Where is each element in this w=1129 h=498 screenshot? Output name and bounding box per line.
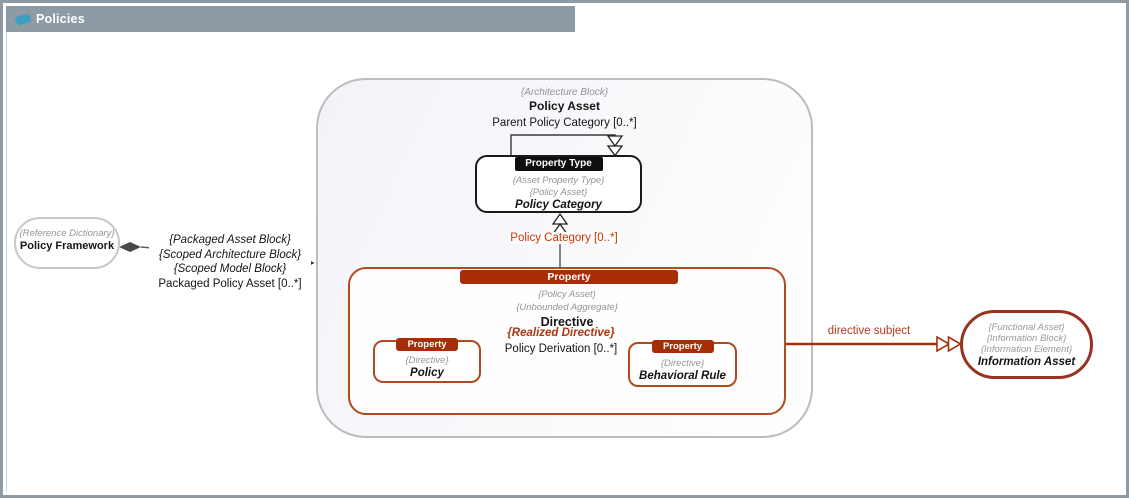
policy-asset-stereotype: {Architecture Block} <box>520 87 609 98</box>
policy-stereotype: {Directive} <box>405 355 449 366</box>
policy-category-stereotype: {Policy Asset} <box>529 187 588 198</box>
edge-directive-subject <box>786 335 963 353</box>
directive-stereotype: {Unbounded Aggregate} <box>516 302 618 313</box>
diagram-titlebar: Policies <box>6 6 575 32</box>
edge-label-packaged-policy-asset: {Packaged Asset Block} {Scoped Architect… <box>149 233 311 291</box>
node-information-asset[interactable]: {Functional Asset} {Information Block} {… <box>960 310 1093 379</box>
edge-label-line: Packaged Policy Asset [0..*] <box>149 276 311 291</box>
edge-label-line: {Packaged Asset Block} <box>149 233 311 248</box>
information-asset-stereotype: {Information Block} <box>986 332 1067 344</box>
directive-stereotype: {Policy Asset} <box>538 289 596 300</box>
edge-label-directive-subject: directive subject <box>827 325 911 337</box>
diagram-icon <box>14 13 32 26</box>
policy-asset-name: Policy Asset <box>529 99 600 113</box>
edge-label-line: {Scoped Model Block} <box>149 262 311 277</box>
policy-name: Policy <box>410 367 444 379</box>
policy-framework-name: Policy Framework <box>19 240 115 252</box>
behavioral-rule-name: Behavioral Rule <box>639 370 726 382</box>
edge-label-policy-derivation: Policy Derivation [0..*] <box>504 343 618 355</box>
directive-header-band: Property <box>460 270 678 284</box>
directive-name: Directive <box>540 315 594 329</box>
edge-parent-policy-category <box>510 134 624 157</box>
behavioral-rule-header-band: Property <box>651 340 714 353</box>
node-behavioral-rule[interactable]: Property {Directive} Behavioral Rule <box>628 340 737 387</box>
policy-category-header-band: Property Type <box>514 157 603 171</box>
information-asset-stereotype: {Information Element} <box>980 343 1073 355</box>
policy-category-name: Policy Category <box>515 199 602 211</box>
edge-label-parent-policy-category: Parent Policy Category [0..*] <box>492 117 637 129</box>
node-policy-framework[interactable]: {Reference Dictionary} Policy Framework <box>14 217 120 269</box>
behavioral-rule-stereotype: {Directive} <box>660 358 705 369</box>
policy-header-band: Property <box>396 338 458 351</box>
edge-label-policy-category: Policy Category [0..*] <box>508 232 620 244</box>
canvas-inset-edge <box>6 32 7 492</box>
diagram-title: Policies <box>36 12 85 26</box>
node-policy[interactable]: Property {Directive} Policy <box>373 338 481 383</box>
edge-label-line: {Scoped Architecture Block} <box>149 247 311 262</box>
policy-category-stereotype: {Asset Property Type} <box>512 175 605 186</box>
policy-framework-stereotype: {Reference Dictionary} <box>19 228 115 239</box>
information-asset-stereotype: {Functional Asset} <box>988 321 1065 333</box>
edge-label-realized-directive: {Realized Directive} <box>507 327 615 339</box>
node-policy-category[interactable]: Property Type {Asset Property Type} {Pol… <box>475 155 642 213</box>
information-asset-name: Information Asset <box>977 355 1076 368</box>
